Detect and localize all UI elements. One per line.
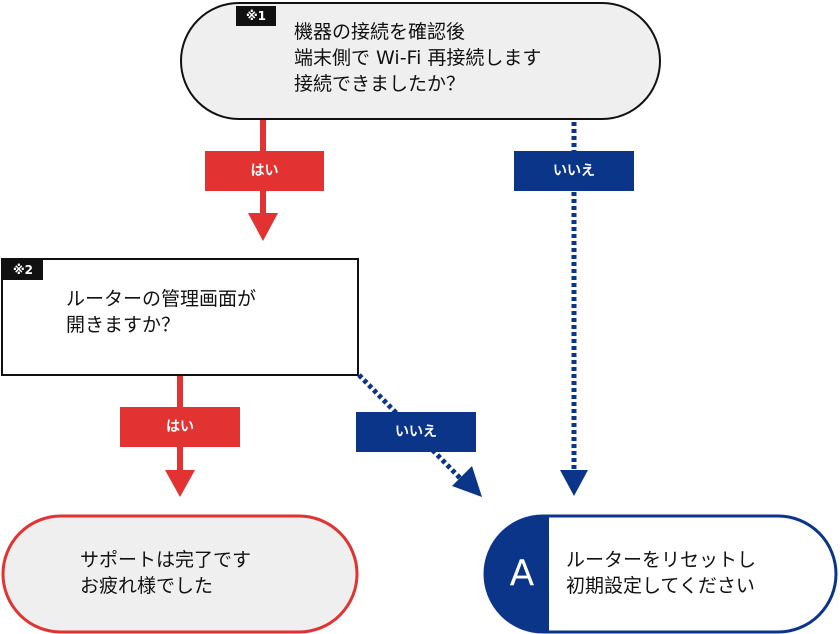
router-line-2: 開きますか？ — [66, 314, 181, 336]
start-line-1: 機器の接続を確認後 — [294, 21, 466, 43]
end-support-line-2: お疲れ様でした — [80, 575, 214, 597]
start-line-2: 端末側で Wi-Fi 再接続します — [294, 47, 542, 69]
router-note-tag: ※2 — [3, 260, 43, 280]
start-no-label: いいえ — [514, 151, 634, 191]
end-support-node-shape — [1, 514, 359, 634]
router-no-arrowhead — [452, 466, 482, 497]
start-yes-arrowhead — [248, 213, 278, 241]
start-no-arrowhead — [560, 470, 588, 496]
end-reset-line-2: 初期設定してください — [566, 575, 755, 597]
router-line-1: ルーターの管理画面が — [66, 288, 257, 310]
router-no-label: いいえ — [356, 412, 476, 452]
start-node-shape — [180, 2, 661, 120]
start-line-3: 接続できましたか？ — [294, 73, 466, 95]
router-yes-arrowhead — [165, 470, 195, 497]
start-yes-label: はい — [205, 151, 324, 191]
end-reset-line-1: ルーターをリセットし — [566, 549, 757, 571]
end-support-line-1: サポートは完了です — [80, 549, 252, 571]
router-node-shape — [1, 258, 359, 376]
start-note-tag: ※1 — [236, 6, 276, 26]
end-reset-badge-letter: A — [509, 553, 535, 594]
router-yes-label: はい — [120, 407, 240, 447]
